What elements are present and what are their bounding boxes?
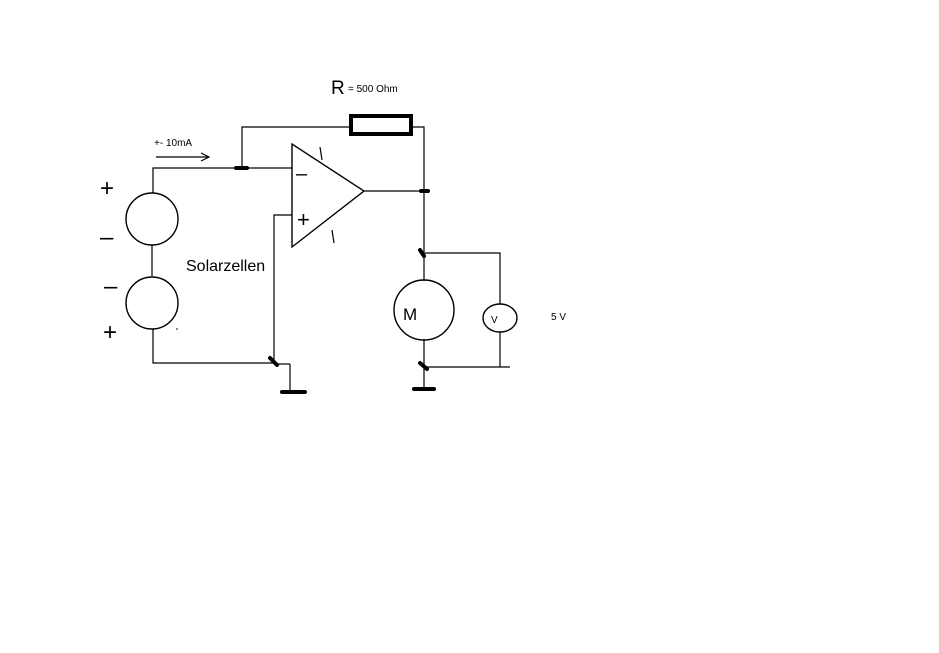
voltmeter-label: V (491, 315, 498, 326)
solar-cell-bottom (125, 276, 179, 330)
current-arrow (156, 152, 211, 162)
motor (393, 279, 455, 341)
cell-top-minus: – (100, 224, 114, 251)
stray-dot (176, 328, 178, 330)
input-wire (152, 166, 292, 193)
current-label: +- 10mA (154, 138, 192, 149)
solar-label: Solarzellen (186, 258, 265, 275)
voltmeter (482, 303, 518, 333)
resistor-value: = 500 Ohm (348, 84, 398, 95)
cell-return-wire (152, 329, 274, 364)
opamp-plus-sign: + (297, 207, 310, 232)
cell-top-plus: + (100, 175, 114, 202)
motor-branch-wire (412, 248, 510, 391)
feedback-wire (241, 126, 425, 191)
opamp-minus-sign: – (296, 163, 308, 185)
voltage-label: 5 V (551, 312, 566, 323)
solar-cell-top (125, 192, 179, 246)
resistor-r (349, 114, 413, 136)
noninverting-wire (273, 214, 292, 362)
output-wire (364, 189, 430, 252)
motor-label: M (403, 305, 417, 324)
cell-bottom-minus: – (104, 273, 118, 300)
cell-bottom-plus: + (103, 319, 117, 346)
resistor-name: R (331, 78, 345, 99)
ground-left (268, 356, 307, 394)
opamp (291, 142, 366, 249)
